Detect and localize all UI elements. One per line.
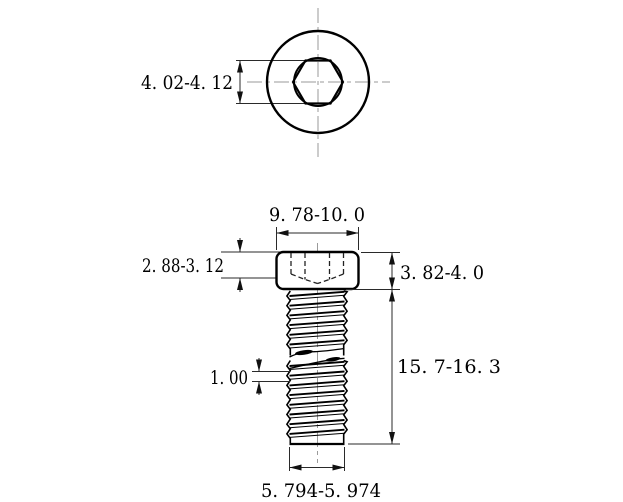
top-view: 4. 02-4. 12 bbox=[141, 8, 390, 157]
head-height-dimension-text: 3. 82-4. 0 bbox=[400, 262, 484, 284]
thread-dia-dimension-text: 5. 794-5. 974 bbox=[261, 480, 381, 502]
thread-runout-lens bbox=[295, 349, 313, 356]
pitch-dimension-text: 1. 00 bbox=[210, 367, 248, 389]
thread-line bbox=[289, 343, 345, 349]
thread-line bbox=[289, 310, 345, 317]
thread-line bbox=[289, 403, 345, 409]
thread-line bbox=[342, 359, 349, 444]
head-outer-circle bbox=[265, 29, 371, 135]
thread-break bbox=[289, 347, 345, 370]
hidden-socket-lines bbox=[290, 253, 345, 285]
thread-length-dimension-text: 15. 7-16. 3 bbox=[397, 356, 501, 378]
thread-runout-lens bbox=[325, 357, 341, 362]
socket-depth-dimension-text: 2. 88-3. 12 bbox=[142, 255, 224, 277]
pitch-extension-lines bbox=[252, 371, 290, 382]
thread-line bbox=[289, 304, 345, 310]
thread-line bbox=[285, 360, 292, 444]
thread-line bbox=[289, 290, 345, 297]
thread-line bbox=[289, 370, 345, 377]
thread-line bbox=[289, 384, 345, 390]
socket-af-dimension-text: 4. 02-4. 12 bbox=[141, 72, 233, 94]
top-view-centerlines bbox=[247, 8, 390, 157]
thread-line bbox=[289, 393, 345, 400]
thread-line bbox=[289, 319, 345, 327]
thread-line bbox=[289, 389, 345, 397]
thread-line bbox=[289, 323, 345, 330]
thread-line bbox=[289, 419, 345, 426]
threaded-shank bbox=[285, 290, 349, 444]
thread-line bbox=[342, 290, 349, 356]
thread-line bbox=[289, 428, 345, 435]
thread-line bbox=[289, 329, 345, 336]
thread-line bbox=[289, 423, 345, 429]
thread-line bbox=[289, 314, 345, 320]
thread-line bbox=[289, 432, 345, 438]
thread-line bbox=[289, 364, 345, 370]
thread-line bbox=[289, 294, 345, 300]
hex-socket-outline bbox=[291, 59, 345, 105]
thread-line bbox=[289, 399, 345, 406]
screw-head-outline bbox=[275, 250, 360, 291]
head-dia-dimension-text: 9. 78-10. 0 bbox=[269, 204, 365, 226]
thread-line bbox=[289, 333, 345, 339]
thread-line bbox=[289, 360, 345, 367]
thread-line bbox=[289, 339, 345, 346]
thread-line bbox=[285, 290, 292, 356]
thread-line bbox=[289, 409, 345, 416]
thread-line bbox=[289, 380, 345, 387]
thread-line bbox=[289, 300, 345, 307]
thread-line bbox=[289, 413, 345, 419]
side-view: 9. 78-10. 0 2. 88-3. 12 bbox=[142, 204, 501, 502]
thread-line bbox=[289, 374, 345, 380]
